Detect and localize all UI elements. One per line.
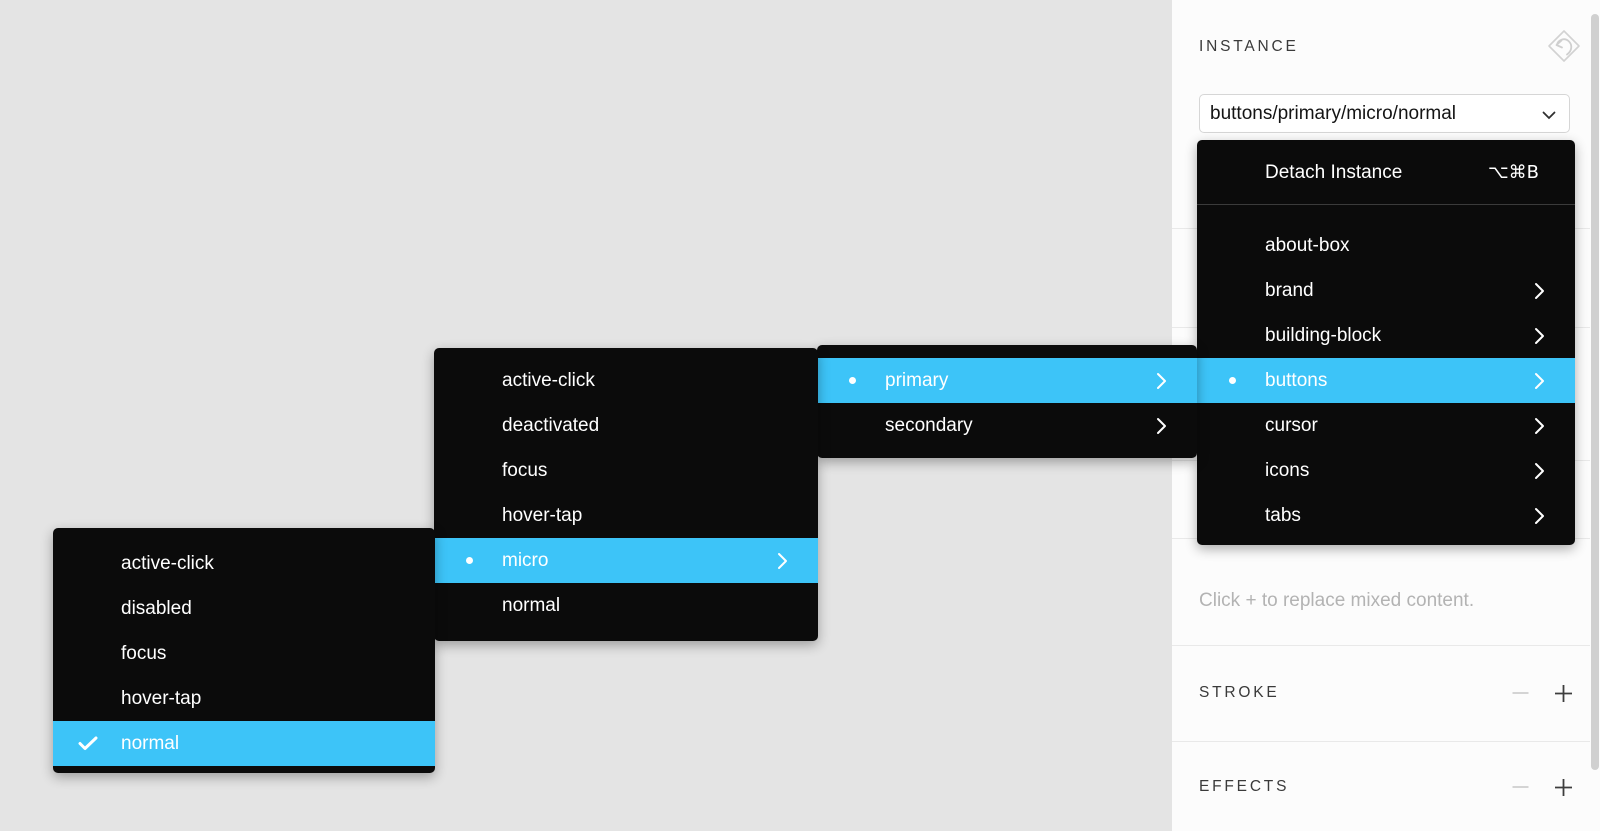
menu-item-about-box[interactable]: about-box xyxy=(1265,234,1350,256)
instance-menu-components: Detach Instance ⌥⌘B about-box brand buil… xyxy=(1197,140,1575,545)
menu-item-normal[interactable]: normal xyxy=(53,721,435,766)
chevron-right-icon xyxy=(777,552,788,570)
submenu-micro: active-click disabled focus hover-tap no… xyxy=(53,528,435,773)
menu-item-secondary[interactable]: secondary xyxy=(817,403,1197,448)
stroke-remove-button[interactable] xyxy=(1512,691,1529,695)
chevron-right-icon xyxy=(1534,372,1545,390)
menu-item-primary[interactable]: primary xyxy=(817,358,1197,403)
instance-select[interactable]: buttons/primary/micro/normal xyxy=(1199,94,1570,133)
submenu-primary: active-click deactivated focus hover-tap… xyxy=(434,348,818,641)
panel-scrollbar[interactable] xyxy=(1591,14,1599,770)
chevron-right-icon xyxy=(1156,417,1167,435)
chevron-down-icon xyxy=(1542,111,1556,120)
effects-section-title: EFFECTS xyxy=(1199,778,1290,795)
instance-section-title: INSTANCE xyxy=(1199,38,1299,55)
menu-item-micro[interactable]: micro xyxy=(434,538,818,583)
menu-item-cursor[interactable]: cursor xyxy=(1197,403,1575,448)
menu-item-hover-tap[interactable]: hover-tap xyxy=(502,504,583,526)
chevron-right-icon xyxy=(1534,462,1545,480)
menu-separator xyxy=(1197,204,1575,205)
menu-item-detach-instance[interactable]: Detach Instance ⌥⌘B xyxy=(1265,161,1539,184)
menu-item-active-click[interactable]: active-click xyxy=(121,552,214,574)
section-divider xyxy=(1172,645,1590,646)
menu-item-brand[interactable]: brand xyxy=(1197,268,1575,313)
menu-item-focus[interactable]: focus xyxy=(502,459,548,481)
submenu-buttons: primary secondary xyxy=(817,345,1197,458)
minus-icon xyxy=(1512,786,1529,788)
chevron-right-icon xyxy=(1156,372,1167,390)
menu-item-focus[interactable]: focus xyxy=(121,642,167,664)
section-divider xyxy=(1172,741,1590,742)
chevron-right-icon xyxy=(1534,417,1545,435)
chevron-right-icon xyxy=(1534,327,1545,345)
effects-remove-button[interactable] xyxy=(1512,785,1529,789)
plus-icon xyxy=(1555,779,1572,796)
stroke-section-title: STROKE xyxy=(1199,684,1280,701)
menu-item-icons[interactable]: icons xyxy=(1197,448,1575,493)
stroke-add-button[interactable] xyxy=(1554,684,1573,703)
instance-swap-icon[interactable] xyxy=(1544,26,1584,70)
component-hint-text: Click + to replace mixed content. xyxy=(1199,590,1475,611)
instance-select-value: buttons/primary/micro/normal xyxy=(1210,102,1457,124)
shortcut-detach-instance: ⌥⌘B xyxy=(1487,162,1539,183)
plus-icon xyxy=(1555,685,1572,702)
bullet-icon xyxy=(457,557,481,564)
menu-item-deactivated[interactable]: deactivated xyxy=(502,414,600,436)
chevron-right-icon xyxy=(1534,282,1545,300)
menu-item-active-click[interactable]: active-click xyxy=(502,369,595,391)
menu-item-disabled[interactable]: disabled xyxy=(121,597,192,619)
chevron-right-icon xyxy=(1534,507,1545,525)
menu-item-building-block[interactable]: building-block xyxy=(1197,313,1575,358)
minus-icon xyxy=(1512,692,1529,694)
check-icon xyxy=(76,736,100,751)
bullet-icon xyxy=(840,377,864,384)
bullet-icon xyxy=(1220,377,1244,384)
menu-item-tabs[interactable]: tabs xyxy=(1197,493,1575,538)
menu-item-hover-tap[interactable]: hover-tap xyxy=(121,687,202,709)
menu-item-normal[interactable]: normal xyxy=(502,594,561,616)
menu-item-buttons[interactable]: buttons xyxy=(1197,358,1575,403)
effects-add-button[interactable] xyxy=(1554,778,1573,797)
